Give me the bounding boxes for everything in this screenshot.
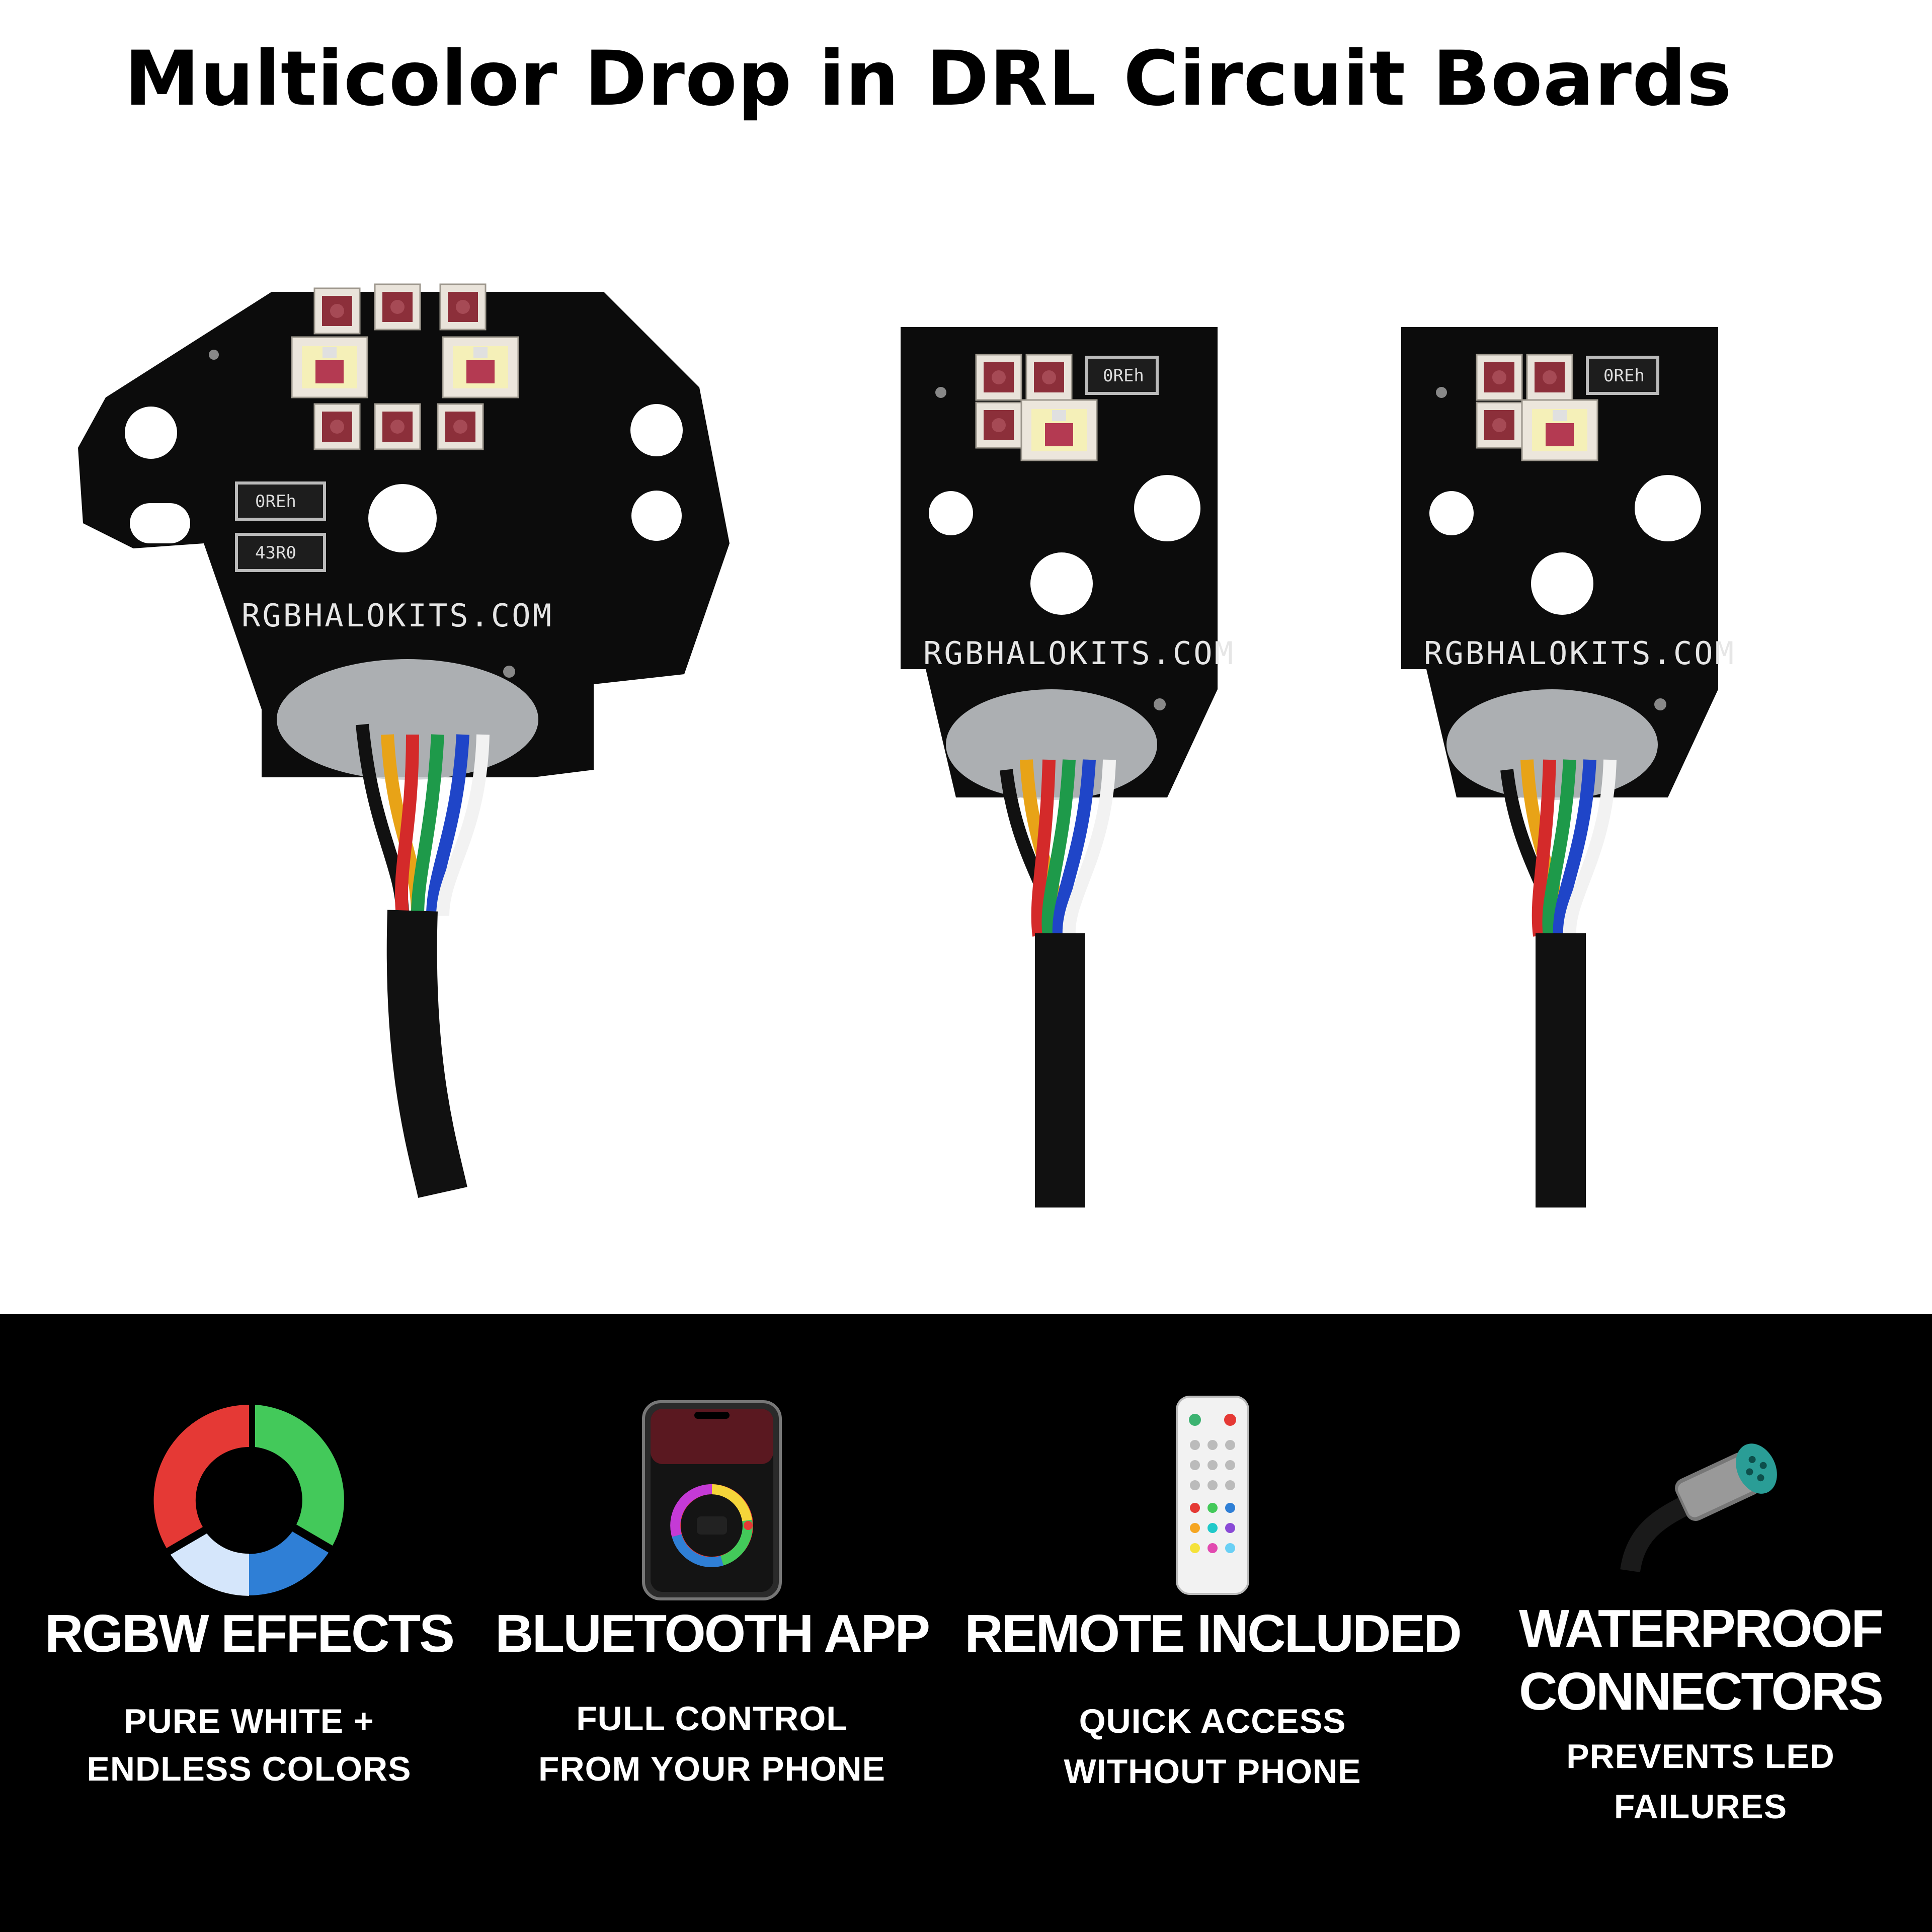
feature-line: PREVENTS LED [1566, 1737, 1835, 1776]
resistor-label: 0REh [1103, 366, 1144, 386]
feature-line: WITHOUT PHONE [1064, 1752, 1361, 1791]
board-large: 0REh 43R0 RGBHALOKITS.COM [78, 283, 730, 1198]
feature-bluetooth-app: BLUETOOTH APP FULL CONTROL FROM YOUR PHO… [493, 1314, 931, 1932]
page-title: Multicolor Drop in DRL Circuit Boards [124, 35, 1732, 123]
resistor-label: 43R0 [255, 543, 296, 563]
feature-remote: REMOTE INCLUDED QUICK ACCESS WITHOUT PHO… [956, 1314, 1469, 1932]
feature-line: PURE WHITE + [124, 1702, 374, 1740]
feature-line: ENDLESS COLORS [87, 1750, 412, 1788]
resistor-label: 0REh [255, 492, 296, 512]
remote-icon [956, 1395, 1469, 1606]
feature-line: QUICK ACCESS [1079, 1702, 1346, 1740]
silkscreen-text: RGBHALOKITS.COM [923, 635, 1235, 672]
board-small-right: 0REh RGBHALOKITS.COM [1401, 327, 1736, 1208]
silkscreen-text: RGBHALOKITS.COM [242, 597, 553, 634]
feature-line: FROM YOUR PHONE [538, 1750, 886, 1788]
phone-app-icon [493, 1400, 931, 1611]
board-small-center: 0REh RGBHALOKITS.COM [901, 327, 1235, 1208]
features-panel: RGBW EFFECTS PURE WHITE + ENDLESS COLORS… [0, 1314, 1932, 1932]
feature-waterproof: WATERPROOF CONNECTORS PREVENTS LED FAILU… [1484, 1314, 1917, 1932]
feature-heading: REMOTE INCLUDED [964, 1604, 1462, 1663]
feature-heading: BLUETOOTH APP [495, 1604, 930, 1663]
feature-heading: WATERPROOF [1519, 1599, 1884, 1658]
product-photo: 0REh 43R0 RGBHALOKITS.COM 0REh [0, 151, 1932, 1358]
resistor-label: 0REh [1603, 366, 1645, 386]
feature-rgbw: RGBW EFFECTS PURE WHITE + ENDLESS COLORS [30, 1314, 468, 1932]
feature-heading: RGBW EFFECTS [45, 1604, 455, 1663]
connector-icon [1484, 1425, 1917, 1636]
rgbw-ring-icon [30, 1395, 468, 1606]
silkscreen-text: RGBHALOKITS.COM [1424, 635, 1736, 672]
feature-heading: CONNECTORS [1519, 1662, 1884, 1721]
feature-line: FAILURES [1614, 1788, 1788, 1826]
feature-line: FULL CONTROL [576, 1700, 848, 1738]
